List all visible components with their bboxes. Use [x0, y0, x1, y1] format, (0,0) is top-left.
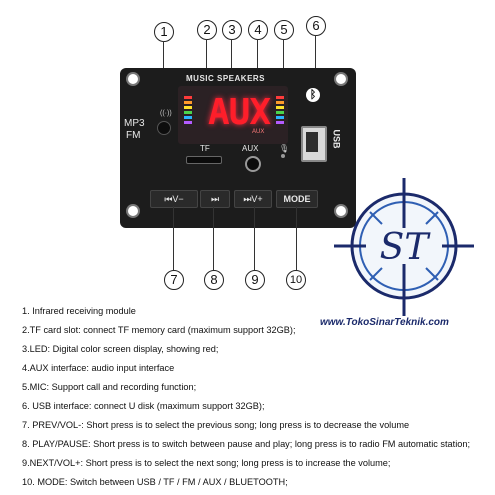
led-display	[178, 86, 288, 144]
mount-hole	[126, 72, 140, 86]
aux-jack[interactable]	[245, 156, 261, 172]
lcd-subtext: AUX	[252, 129, 265, 135]
callout-8: 8	[204, 270, 224, 290]
desc-line-2: 2.TF card slot: connect TF memory card (…	[22, 325, 296, 335]
callout-10: 10	[286, 270, 306, 290]
mount-hole	[334, 72, 348, 86]
store-url: www.TokoSinarTeknik.com	[320, 317, 449, 328]
callout-6: 6	[306, 16, 326, 36]
bluetooth-icon: ᛒ	[306, 88, 320, 102]
usb-label: USB	[331, 129, 342, 149]
board-title: MUSIC SPEAKERS	[186, 74, 266, 83]
callout-3: 3	[222, 20, 242, 40]
desc-line-4: 4.AUX interface: audio input interface	[22, 363, 175, 373]
tf-label: TF	[200, 144, 210, 153]
desc-line-5: 5.MIC: Support call and recording functi…	[22, 382, 197, 392]
usb-port-inner	[306, 132, 318, 152]
lead-line-8	[213, 206, 214, 270]
callout-4: 4	[248, 20, 268, 40]
ir-icon: ((·))	[160, 110, 172, 117]
tf-card-slot[interactable]	[186, 156, 222, 164]
eq-bars-left	[184, 96, 192, 126]
mount-hole	[334, 204, 348, 218]
desc-line-6: 6. USB interface: connect U disk (maximu…	[22, 401, 265, 411]
lead-line-3	[231, 39, 232, 95]
mode-label-mp3: MP3	[124, 118, 145, 129]
aux-label: AUX	[242, 144, 259, 153]
desc-line-7: 7. PREV/VOL-: Short press is to select t…	[22, 420, 410, 430]
lead-line-9	[254, 206, 255, 270]
play-pause-button[interactable]: ⏭	[200, 190, 230, 208]
lcd-text: AUX	[208, 92, 271, 133]
mic-icon: 🎙	[279, 144, 290, 153]
desc-line-3: 3.LED: Digital color screen display, sho…	[22, 344, 219, 354]
lead-line-10	[296, 206, 297, 270]
lead-line-7	[173, 206, 174, 270]
store-logo: ST	[334, 178, 474, 316]
prev-vol-down-button[interactable]: ⏮V−	[150, 190, 198, 208]
logo-letters: ST	[380, 227, 432, 268]
desc-line-8: 8. PLAY/PAUSE: Short press is to switch …	[22, 439, 471, 449]
next-vol-up-button[interactable]: ⏭V+	[234, 190, 272, 208]
desc-line-9: 9.NEXT/VOL+: Short press is to select th…	[22, 458, 391, 468]
mic	[281, 154, 285, 158]
ir-receiver	[157, 121, 171, 135]
callout-5: 5	[274, 20, 294, 40]
callout-9: 9	[245, 270, 265, 290]
eq-bars-right	[276, 96, 284, 126]
mode-button[interactable]: MODE	[276, 190, 318, 208]
callout-2: 2	[197, 20, 217, 40]
desc-line-10: 10. MODE: Switch between USB / TF / FM /…	[22, 477, 288, 487]
mode-label-fm: FM	[126, 130, 141, 141]
callout-7: 7	[164, 270, 184, 290]
callout-1: 1	[154, 22, 174, 42]
desc-line-1: 1. Infrared receiving module	[22, 306, 136, 316]
mount-hole	[126, 204, 140, 218]
